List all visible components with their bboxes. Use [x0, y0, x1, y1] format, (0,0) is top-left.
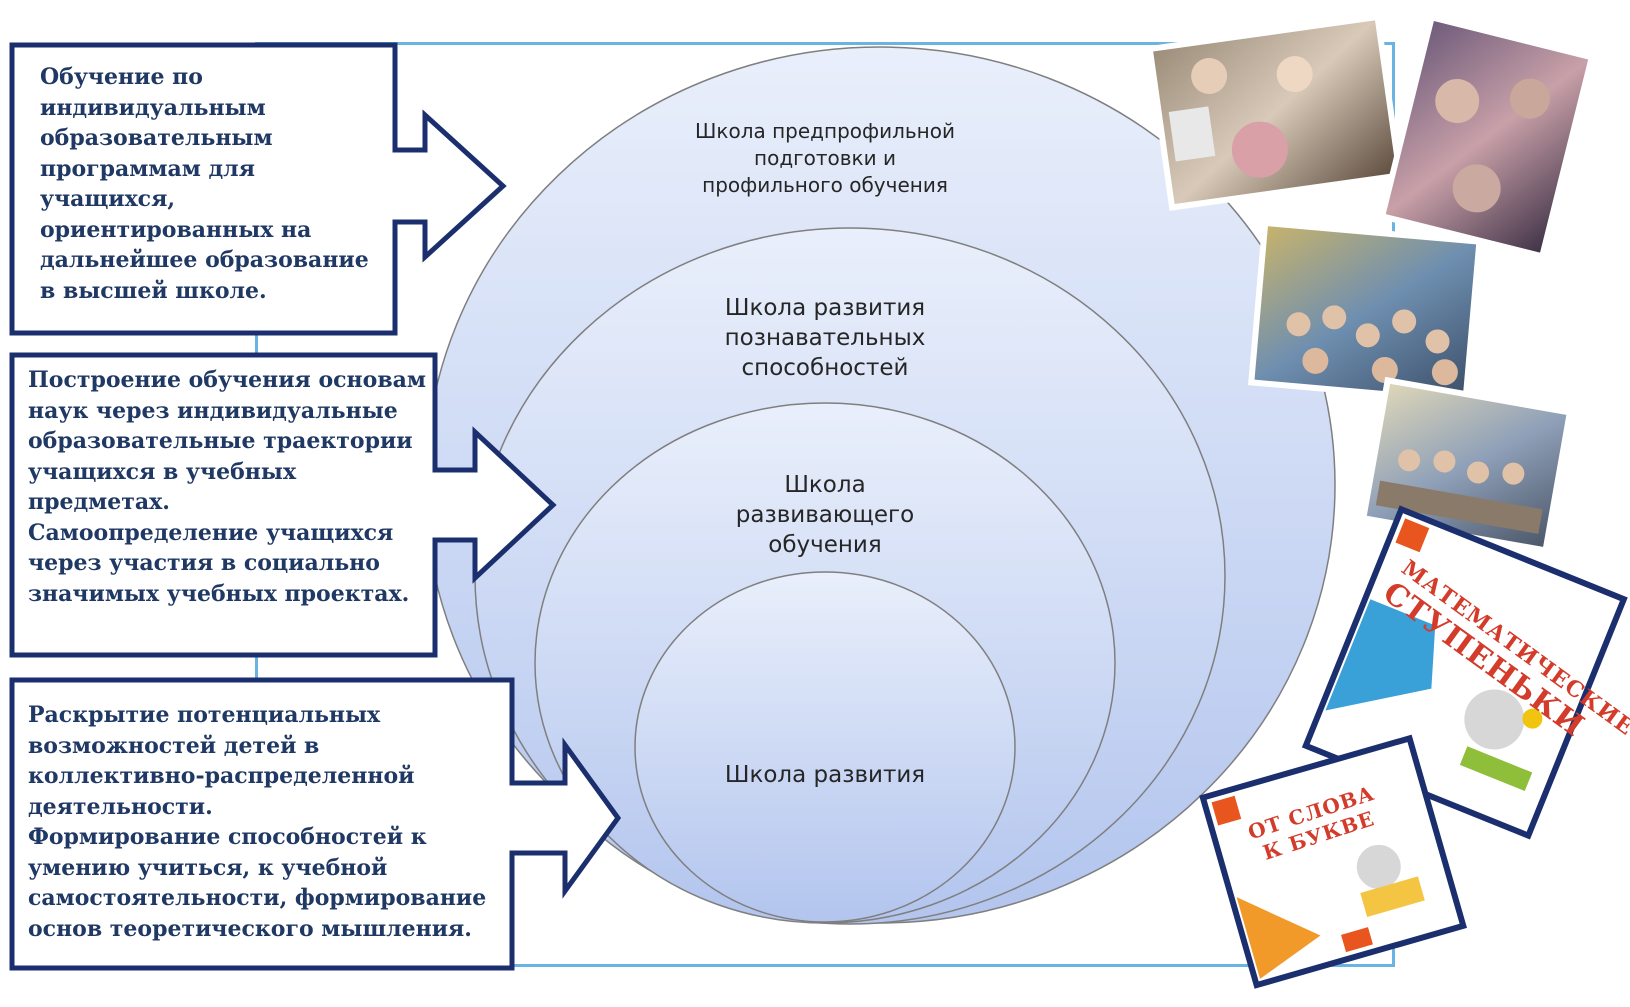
callout-2-line: образовательные траектории: [28, 428, 413, 454]
callout-2-text: Построение обучения основам наук через и…: [28, 365, 433, 609]
callout-3-shape: [9, 677, 622, 971]
circle-third-label: Школа развивающего обучения: [680, 470, 970, 560]
callout-3-line: Формирование способностей к: [28, 824, 427, 850]
callout-3-line: деятельности.: [28, 793, 213, 820]
circle-inner-label: Школа развития: [680, 760, 970, 790]
photo-classroom-desks: [1359, 376, 1574, 554]
circle-second-label-line: Школа развития: [724, 295, 926, 321]
circle-inner: [634, 571, 1016, 923]
callout-1-line: образовательным: [40, 125, 273, 151]
callout-1-line: индивидуальным: [40, 94, 266, 121]
callout-3-line: умению учиться, к учебной: [28, 854, 388, 881]
callout-1-line: в высшей школе.: [40, 277, 267, 304]
callout-1-line: Обучение по: [40, 64, 203, 90]
circle-third-label-line: развивающего: [735, 502, 915, 528]
callout-1-line: учащихся,: [40, 186, 175, 212]
photo-kids-table: [1378, 13, 1596, 260]
circle-outer-label-line: Школа предпрофильной: [695, 119, 955, 143]
callout-2-line: учащихся в учебных: [28, 458, 297, 485]
callout-3-line: возможностей детей в: [28, 732, 320, 759]
circle-second-label-line: познавательных: [724, 325, 926, 351]
callout-2-line: наук через индивидуальные: [28, 397, 398, 424]
callout-2-line: предметах.: [28, 489, 170, 515]
circle-outer-label: Школа предпрофильной подготовки и профил…: [640, 118, 1010, 199]
book-cover-reading: [1199, 734, 1468, 989]
photo-classroom-hands: [1248, 219, 1483, 405]
callout-3-text: Раскрытие потенциальных возможностей дет…: [28, 700, 508, 944]
callout-1-line: ориентированных на: [40, 216, 312, 243]
callout-2-line: Построение обучения основам: [28, 367, 426, 393]
circle-third-label-line: обучения: [768, 532, 882, 558]
callout-2-line: Самоопределение учащихся: [28, 519, 394, 546]
circle-second-label-line: способностей: [741, 355, 909, 381]
callout-3-line: самостоятельности, формирование: [28, 885, 487, 911]
circle-outer-label-line: подготовки и: [754, 146, 896, 170]
callout-3-line: коллективно-распределенной: [28, 763, 415, 789]
circle-outer-label-line: профильного обучения: [702, 173, 948, 197]
callout-1-line: дальнейшее образование: [40, 247, 369, 273]
callout-2-shape: [9, 352, 557, 658]
callout-3-line: основ теоретического мышления.: [28, 915, 472, 942]
callout-1-text: Обучение по индивидуальным образовательн…: [40, 62, 390, 306]
callout-2-line: значимых учебных проектах.: [28, 580, 410, 607]
callout-2-line: через участия в социально: [28, 550, 380, 576]
circle-inner-label-line: Школа развития: [724, 762, 926, 788]
callout-3-line: Раскрытие потенциальных: [28, 702, 381, 728]
circle-second-label: Школа развития познавательных способност…: [660, 293, 990, 383]
circle-third-label-line: Школа: [784, 472, 866, 498]
callout-1-shape: [9, 42, 507, 336]
callout-1-line: программам для: [40, 155, 255, 182]
photo-kids-balloon: [1146, 13, 1404, 211]
